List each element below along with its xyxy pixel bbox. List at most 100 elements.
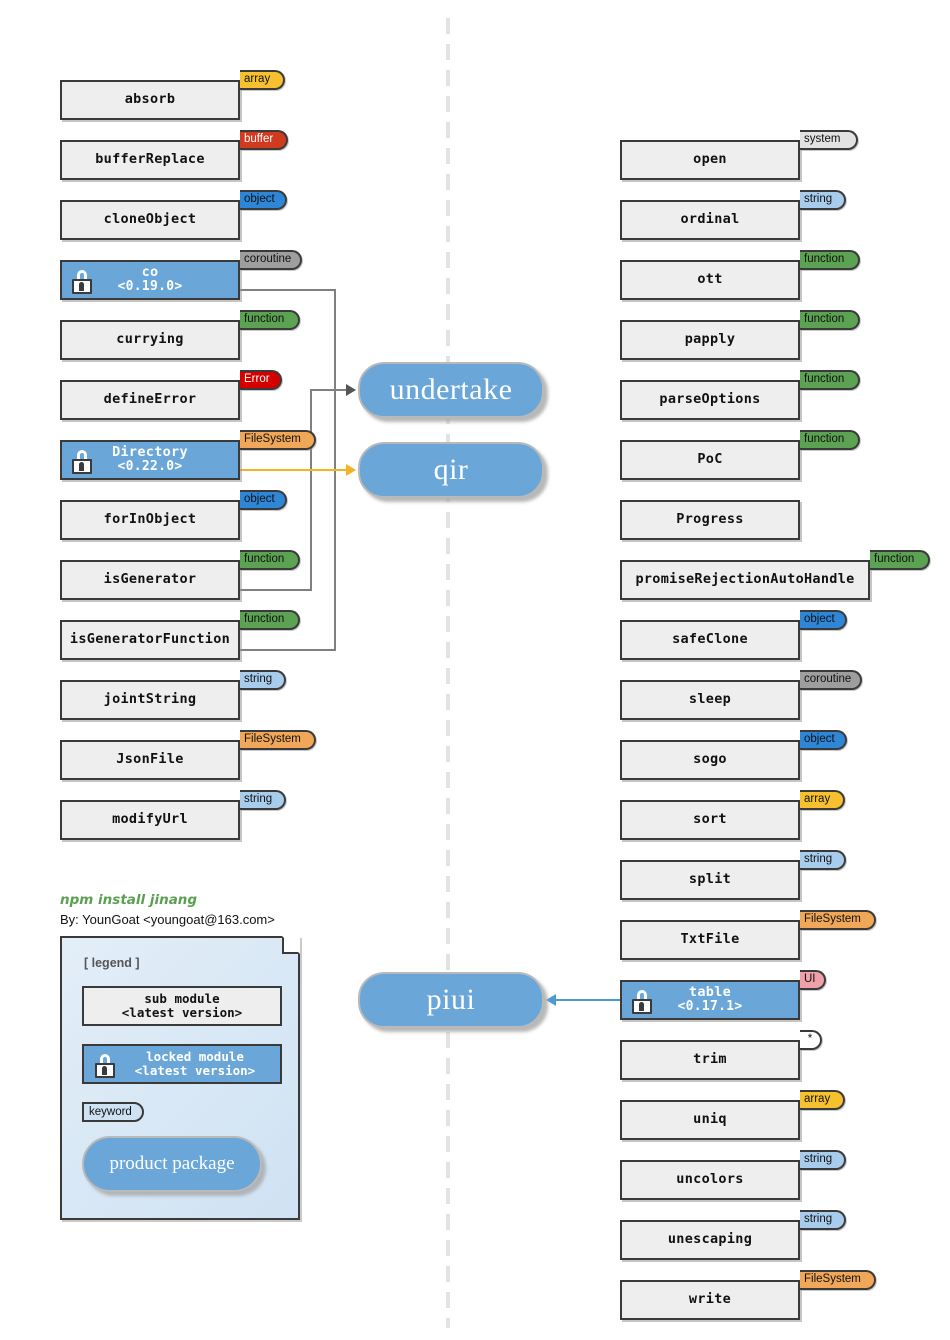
keyword-tag-cloneObject: object <box>240 190 287 210</box>
legend-keyword-label: keyword <box>89 1106 132 1118</box>
module-box-jointString[interactable]: jointString <box>60 680 240 720</box>
keyword-tag-label: object <box>244 193 275 206</box>
keyword-tag-label: string <box>804 1213 833 1226</box>
module-name-TxtFile: TxtFile <box>622 922 798 958</box>
keyword-tag-label: string <box>804 1153 833 1166</box>
keyword-tag-uncolors: string <box>800 1150 846 1170</box>
keyword-tag-label: object <box>804 733 835 746</box>
module-box-promiseRejectionAutoHandle[interactable]: promiseRejectionAutoHandle <box>620 560 870 600</box>
module-box-uncolors[interactable]: uncolors <box>620 1160 800 1200</box>
author-line: By: YounGoat <youngoat@163.com> <box>60 912 275 927</box>
module-box-uniq[interactable]: uniq <box>620 1100 800 1140</box>
module-box-ott[interactable]: ott <box>620 260 800 300</box>
module-box-PoC[interactable]: PoC <box>620 440 800 480</box>
module-label: JsonFile <box>116 751 184 768</box>
legend-product-package-label: product package <box>109 1153 235 1174</box>
connector-isgen-horizontal <box>240 589 312 591</box>
module-name-absorb: absorb <box>62 82 238 118</box>
module-box-unescaping[interactable]: unescaping <box>620 1220 800 1260</box>
module-label: sleep <box>688 691 732 708</box>
module-label: ordinal <box>680 211 740 228</box>
module-box-currying[interactable]: currying <box>60 320 240 360</box>
keyword-tag-write: FileSystem <box>800 1270 876 1290</box>
module-name-JsonFile: JsonFile <box>62 742 238 778</box>
module-box-sort[interactable]: sort <box>620 800 800 840</box>
legend-sub-module-version: <latest version> <box>121 1005 243 1020</box>
module-box-Progress[interactable]: Progress <box>620 500 800 540</box>
connector-qir-arrowhead <box>346 464 356 476</box>
module-box-co[interactable]: co<0.19.0> <box>60 260 240 300</box>
keyword-tag-label: buffer <box>244 133 274 146</box>
keyword-tag-label: object <box>244 493 275 506</box>
module-box-table[interactable]: table<0.17.1> <box>620 980 800 1020</box>
module-box-absorb[interactable]: absorb <box>60 80 240 120</box>
keyword-tag-table: UI <box>800 970 826 990</box>
module-box-split[interactable]: split <box>620 860 800 900</box>
keyword-tag-label: function <box>244 553 285 566</box>
module-box-trim[interactable]: trim <box>620 1040 800 1080</box>
module-box-isGenerator[interactable]: isGenerator <box>60 560 240 600</box>
connector-table-line <box>556 999 622 1001</box>
module-name-sort: sort <box>622 802 798 838</box>
product-package-label: undertake <box>389 373 513 406</box>
install-command: npm install jinang <box>60 892 198 908</box>
keyword-tag-label: FileSystem <box>804 913 861 926</box>
module-box-forInObject[interactable]: forInObject <box>60 500 240 540</box>
keyword-tag-papply: function <box>800 310 860 330</box>
keyword-tag-absorb: array <box>240 70 285 90</box>
module-label: split <box>688 871 732 888</box>
module-box-defineError[interactable]: defineError <box>60 380 240 420</box>
keyword-tag-modifyUrl: string <box>240 790 286 810</box>
product-package-piui[interactable]: piui <box>358 972 544 1028</box>
module-box-write[interactable]: write <box>620 1280 800 1320</box>
module-box-JsonFile[interactable]: JsonFile <box>60 740 240 780</box>
keyword-tag-Directory: FileSystem <box>240 430 316 450</box>
module-box-cloneObject[interactable]: cloneObject <box>60 200 240 240</box>
module-name-ott: ott <box>622 262 798 298</box>
module-box-bufferReplace[interactable]: bufferReplace <box>60 140 240 180</box>
legend-keyword-tag: keyword <box>82 1102 144 1122</box>
keyword-tag-label: array <box>804 1093 831 1106</box>
module-box-ordinal[interactable]: ordinal <box>620 200 800 240</box>
module-box-sogo[interactable]: sogo <box>620 740 800 780</box>
connector-piui-arrowhead <box>546 994 556 1006</box>
module-label: promiseRejectionAutoHandle <box>635 571 855 588</box>
module-label: trim <box>693 1051 727 1068</box>
module-label: bufferReplace <box>95 151 205 168</box>
module-box-modifyUrl[interactable]: modifyUrl <box>60 800 240 840</box>
keyword-tag-label: FileSystem <box>244 733 301 746</box>
module-box-TxtFile[interactable]: TxtFile <box>620 920 800 960</box>
module-name-isGeneratorFunction: isGeneratorFunction <box>62 622 238 658</box>
legend-title: [ legend ] <box>84 956 140 970</box>
legend-locked-module-label: locked module <box>146 1048 244 1064</box>
module-box-open[interactable]: open <box>620 140 800 180</box>
legend-sub-module-box: sub module <latest version> <box>82 986 282 1026</box>
lock-icon <box>71 270 93 294</box>
center-divider-line <box>446 18 450 1328</box>
keyword-tag-sleep: coroutine <box>800 670 862 690</box>
product-package-qir[interactable]: qir <box>358 442 544 498</box>
module-name-co: co<0.19.0> <box>62 262 238 298</box>
module-box-papply[interactable]: papply <box>620 320 800 360</box>
keyword-tag-trim: * <box>800 1030 822 1050</box>
module-label: parseOptions <box>659 391 761 408</box>
module-label: forInObject <box>103 511 197 528</box>
keyword-tag-label: function <box>244 613 285 626</box>
keyword-tag-safeClone: object <box>800 610 847 630</box>
keyword-tag-label: coroutine <box>244 253 292 266</box>
keyword-tag-currying: function <box>240 310 300 330</box>
module-box-sleep[interactable]: sleep <box>620 680 800 720</box>
module-name-uncolors: uncolors <box>622 1162 798 1198</box>
module-name-modifyUrl: modifyUrl <box>62 802 238 838</box>
module-box-Directory[interactable]: Directory<0.22.0> <box>60 440 240 480</box>
legend-locked-module-box: locked module <latest version> <box>82 1044 282 1084</box>
keyword-tag-promiseRejectionAutoHandle: function <box>870 550 930 570</box>
module-label: uniq <box>693 1111 727 1128</box>
module-label: modifyUrl <box>112 811 188 828</box>
module-box-isGeneratorFunction[interactable]: isGeneratorFunction <box>60 620 240 660</box>
keyword-tag-uniq: array <box>800 1090 845 1110</box>
module-box-safeClone[interactable]: safeClone <box>620 620 800 660</box>
product-package-undertake[interactable]: undertake <box>358 362 544 418</box>
module-box-parseOptions[interactable]: parseOptions <box>620 380 800 420</box>
module-label: sogo <box>693 751 727 768</box>
